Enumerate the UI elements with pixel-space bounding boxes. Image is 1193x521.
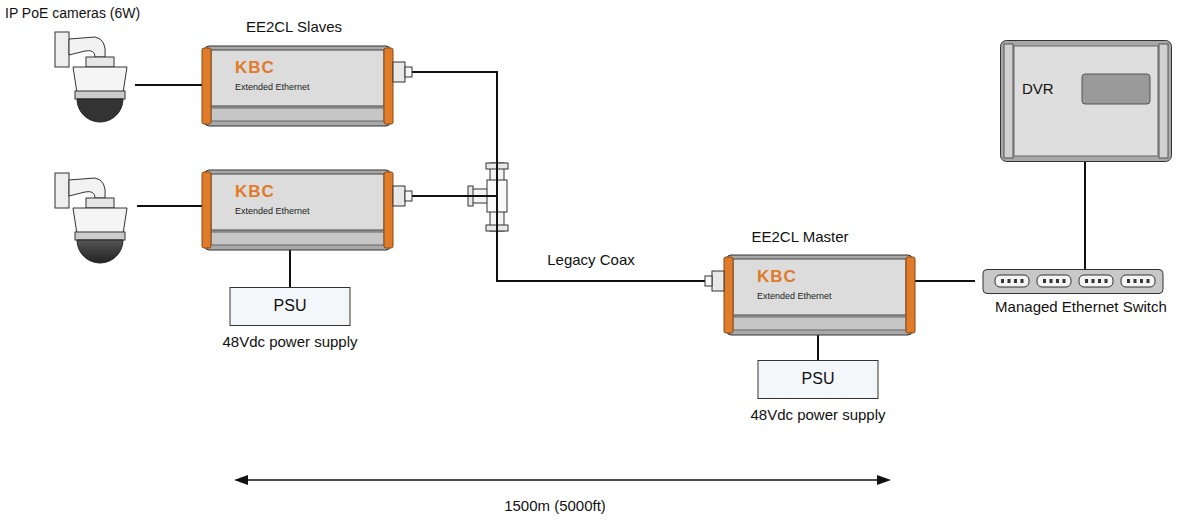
node-text: KBC <box>235 182 275 202</box>
ee2cl-slave: KBC Extended Ethernet <box>205 165 412 250</box>
node-text: KBC <box>757 267 797 287</box>
node-text: DVR <box>1022 80 1054 97</box>
ip-camera-graphic <box>5 5 135 135</box>
dvr-unit: DVR <box>1000 40 1172 162</box>
node-text: 48Vdc power supply <box>215 333 365 350</box>
cable-line <box>1084 162 1086 269</box>
network-switch: Managed Ethernet Switch <box>975 269 1187 317</box>
node-text: EE2CL Slaves <box>224 18 364 35</box>
node-text: Managed Ethernet Switch <box>975 298 1187 315</box>
dimension-label: 1500m (5000ft) <box>480 497 630 515</box>
node-text: 48Vdc power supply <box>743 406 893 423</box>
ee2cl-slave: EE2CL SlavesKBC Extended Ethernet <box>205 18 412 126</box>
node-text: Extended Ethernet <box>235 206 310 216</box>
dimension-line <box>234 475 891 485</box>
edge-label: Legacy Coax <box>544 251 638 269</box>
cable-line <box>135 84 205 86</box>
dvr-unit-graphic <box>1000 40 1172 162</box>
node-text: PSU <box>758 370 878 388</box>
ee2cl-master: EE2CL MasterKBC Extended Ethernet <box>705 225 912 335</box>
node-text: EE2CL Master <box>730 228 870 245</box>
power-supply: PSU 48Vdc power supply <box>743 360 893 426</box>
cable-line <box>412 196 705 281</box>
cable-line <box>817 335 819 360</box>
cable-line <box>412 72 705 281</box>
node-text: Extended Ethernet <box>235 82 310 92</box>
ip-camera: IP PoE cameras (6W) <box>5 5 135 135</box>
node-text: PSU <box>230 297 350 315</box>
cable-line <box>912 280 975 282</box>
cable-line <box>289 250 291 287</box>
node-text: IP PoE cameras (6W) <box>5 5 140 21</box>
power-supply: PSU 48Vdc power supply <box>215 287 365 353</box>
node-text: KBC <box>235 58 275 78</box>
node-text: Extended Ethernet <box>757 291 832 301</box>
camera-cable <box>137 205 205 207</box>
ip-camera <box>55 173 127 263</box>
